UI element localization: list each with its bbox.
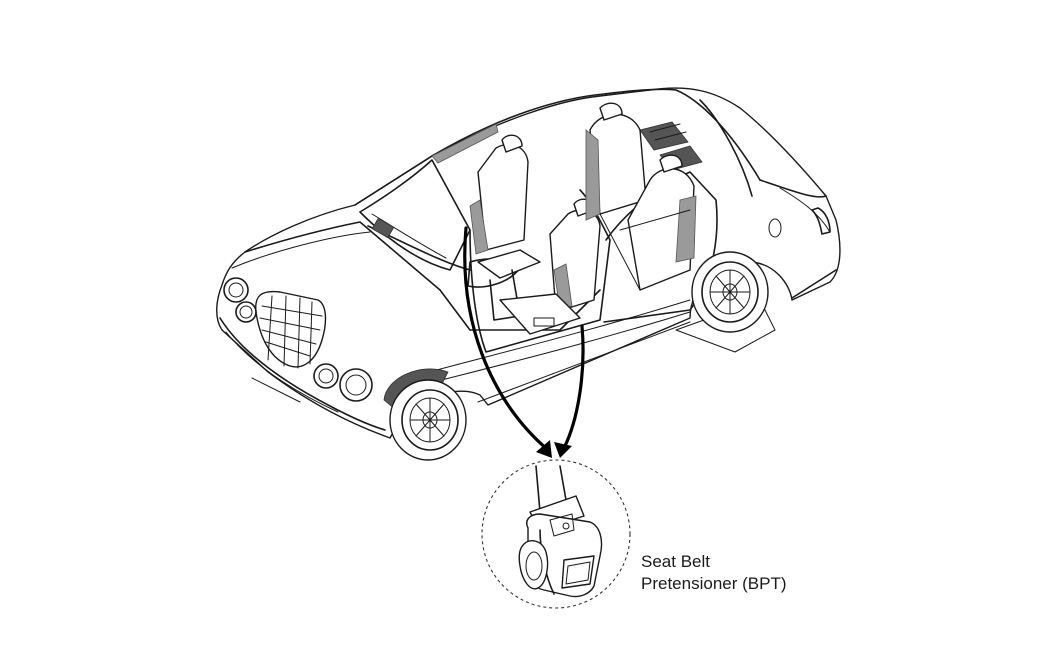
rear-wheel bbox=[691, 251, 769, 333]
bpt-detail-view bbox=[481, 459, 631, 609]
bpt-label-line2: Pretensioner (BPT) bbox=[641, 574, 787, 593]
bpt-label: Seat Belt Pretensioner (BPT) bbox=[641, 551, 787, 595]
callout-arrows bbox=[463, 226, 585, 458]
interior-seats bbox=[367, 102, 697, 335]
arrow-from-driver-seat-icon bbox=[463, 226, 550, 452]
car-front bbox=[219, 277, 386, 431]
front-wheel bbox=[383, 368, 467, 461]
arrow-from-passenger-seat-icon bbox=[562, 324, 585, 450]
bpt-label-line1: Seat Belt bbox=[641, 552, 710, 571]
